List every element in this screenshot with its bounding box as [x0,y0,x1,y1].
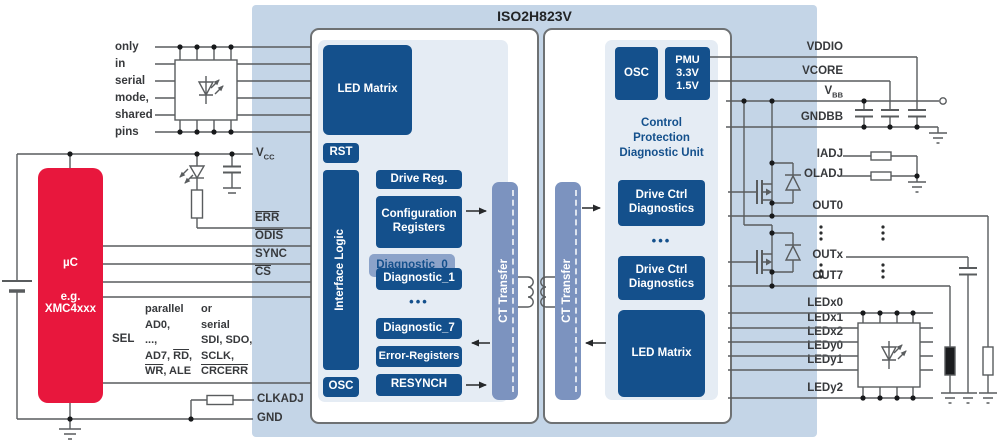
ledy2-pin-label: LEDy2 [807,382,843,394]
clkadj-wire [190,399,254,419]
ledx2-pin-label: LEDx2 [807,326,843,338]
err-pin-label: ERR [255,212,280,224]
led-symbol-right [882,341,896,369]
external-led-matrix-left [174,59,238,121]
ledx0-pin-label: LEDx0 [807,297,843,309]
right-osc-block: OSC [615,47,658,100]
oladj-wire [841,175,918,182]
vcc-cap-ground [223,187,241,194]
vcc-capacitor [223,165,241,174]
external-led-matrix-right [857,322,921,388]
iadj-pin-label: IADJ [816,148,843,160]
err-pullup-resistor [190,189,204,219]
serial-bus-labels: or serial SDI, SDO, SCLK, CRCERR [201,303,253,377]
out0-load-resistor [982,346,994,376]
iadj-resistor [870,151,892,161]
led-matrix-right-stubs [862,313,914,398]
outx-load-capacitor [959,267,977,276]
right-ct-transfer-block: CT Transfer [561,259,574,323]
vbb-terminal [939,97,947,105]
out7-load-resistor [944,346,956,376]
pmu-1v5-label: 1.5V [676,80,699,93]
rst-block: RST [323,143,359,163]
clkadj-resistor [206,394,234,406]
out7-ground-symbol [941,392,959,404]
led-emission-arrow [184,174,194,184]
microcontroller-block: µC e.g. XMC4xxx [38,168,103,403]
out0-pin-label: OUT0 [812,200,843,212]
gndbb-pin-label: GNDBB [800,111,843,123]
serial-mode-note: only in serial mode, shared pins [115,41,153,138]
sel-label: SEL [112,333,135,345]
uc-example-label: e.g. XMC4xxx [44,290,97,315]
left-osc-block: OSC [323,377,359,397]
led-symbol-left-diode [197,81,215,97]
out7-pin-label: OUT7 [812,270,843,282]
adj-ground-symbol [908,181,926,193]
odis-pin-label: ODIS [255,230,284,242]
uc-label: µC [63,256,78,269]
cs-pin-label: CS [255,266,271,278]
led-emission-arrow [214,85,224,95]
oladj-pin-label: OLADJ [804,168,843,180]
left-led-matrix-block: LED Matrix [323,45,412,135]
iadj-wire [843,155,918,176]
gndbb-ground-symbol [929,132,947,144]
outx-wire [846,256,969,393]
sync-pin-label: SYNC [255,248,287,260]
out0-ground-symbol [979,392,997,404]
vbb-pin-label: VBB [824,85,843,100]
pmu-label: PMU [675,53,700,66]
ledx1-pin-label: LEDx1 [807,312,843,324]
pmu-3v3-label: 3.3V [676,66,699,79]
led-emission-arrow [897,350,907,360]
error-registers-block: Error-Registers [376,346,462,367]
led-emission-arrow [210,79,220,89]
led-emission-arrow [893,344,903,354]
resynch-block: RESYNCH [376,374,462,396]
right-led-matrix-block: LED Matrix [618,310,705,397]
vcc-pin-label: VCC [256,147,275,162]
clkadj-pin-label: CLKADJ [257,393,304,405]
diagnostic-1-block: Diagnostic_1 [376,268,462,290]
diagnostic-7-block: Diagnostic_7 [376,318,462,339]
outx-pin-label: OUTx [812,249,843,261]
drive-ctrl-diagnostics-block-1: Drive Ctrl Diagnostics [618,180,705,226]
vcore-pin-label: VCORE [802,65,843,77]
chip-title: ISO2H823V [497,8,572,24]
pmu-block: PMU 3.3V 1.5V [665,47,710,100]
led-matrix-stubs [179,47,232,132]
configuration-registers-block: Configuration Registers [376,196,462,248]
parallel-bus-labels: parallel AD0, ..., AD7, RD, WR, ALE [145,303,193,377]
vddio-pin-label: VDDIO [806,41,843,53]
drive-reg-block: Drive Reg. [376,170,462,189]
left-ct-transfer-block: CT Transfer [498,259,511,323]
interface-logic-block: Interface Logic [334,229,347,311]
outx-ground-symbol [959,392,977,404]
uc-ground-symbol [59,428,81,440]
led-symbol-left [199,76,213,104]
right-ellipsis: ••• [651,233,672,248]
decoupling-capacitors [855,109,926,118]
ledy0-pin-label: LEDy0 [807,340,843,352]
led-symbol-right-diode [880,346,898,362]
err-led-diode [188,165,206,180]
led-emission-arrow [179,168,189,178]
control-protection-diagnostic-unit-label: Control Protection Diagnostic Unit [619,117,704,159]
oladj-resistor [870,171,892,181]
ledy1-pin-label: LEDy1 [807,354,843,366]
left-ellipsis: ••• [409,294,429,309]
drive-ctrl-diagnostics-block-2: Drive Ctrl Diagnostics [618,256,705,300]
gnd-pin-label: GND [257,412,283,424]
decoupling-leads [863,101,918,127]
